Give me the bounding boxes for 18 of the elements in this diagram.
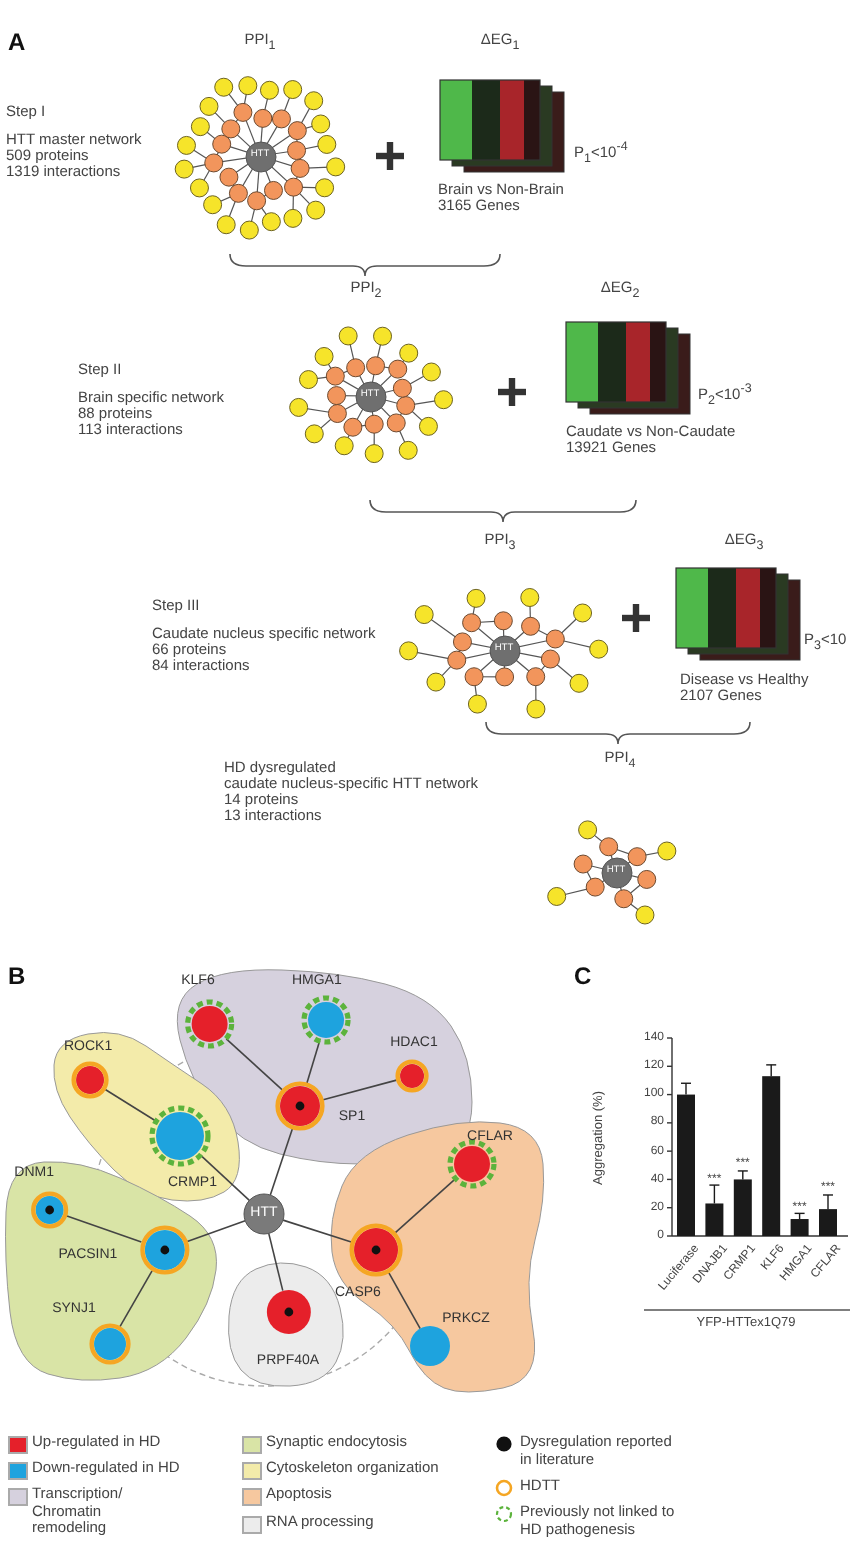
- connector-line: [322, 1079, 398, 1101]
- connector-line: [267, 1232, 284, 1292]
- connector-line: [66, 1215, 143, 1243]
- connector-line: [282, 1219, 353, 1243]
- connector-line: [199, 1154, 251, 1202]
- category-region: [328, 1118, 546, 1396]
- panel-letter: A: [8, 30, 26, 56]
- connector-line: [225, 1038, 284, 1091]
- connector-line: [387, 1271, 421, 1330]
- connector-line: [269, 1127, 294, 1196]
- connector-line: [185, 1219, 246, 1243]
- panel-letter: C: [574, 964, 592, 990]
- connector-line: [306, 1040, 321, 1084]
- connector-line: [394, 1177, 457, 1234]
- category-region: [4, 1160, 220, 1384]
- panel-letter: B: [8, 964, 26, 990]
- connector-line: [119, 1270, 153, 1328]
- connector-line: [104, 1088, 158, 1122]
